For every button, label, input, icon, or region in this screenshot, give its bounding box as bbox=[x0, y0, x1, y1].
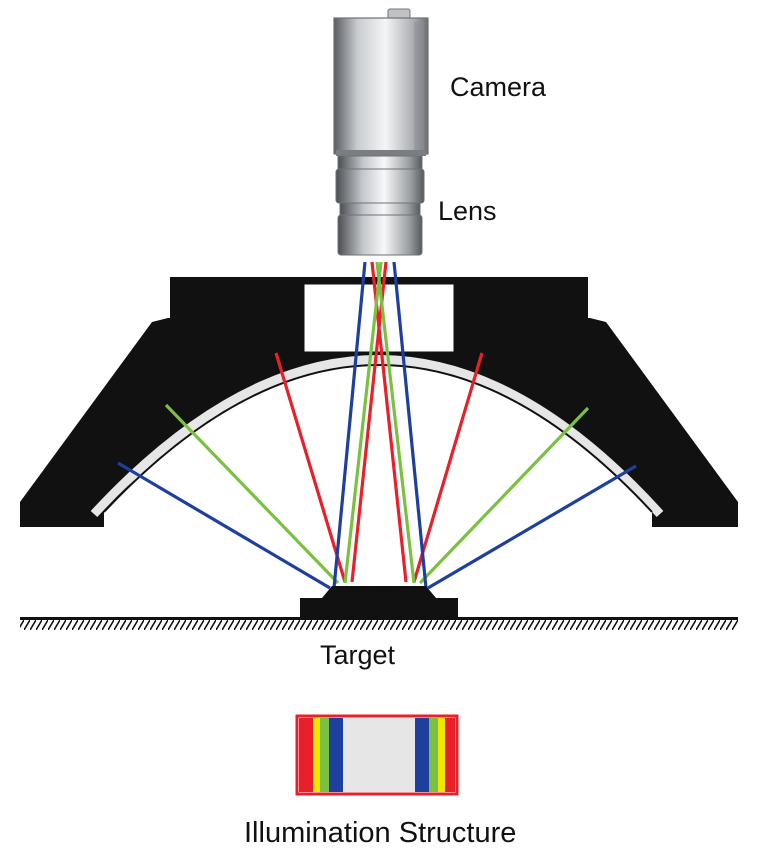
ray-red-left bbox=[274, 352, 347, 583]
ray-red-right bbox=[412, 352, 484, 583]
camera-label: Camera bbox=[450, 72, 547, 102]
ray-blue-up-left bbox=[332, 261, 367, 589]
ray-red-up-left bbox=[350, 261, 388, 583]
ground bbox=[20, 617, 738, 630]
ray-green-right bbox=[418, 406, 590, 585]
lens bbox=[335, 155, 425, 256]
camera bbox=[333, 8, 429, 156]
ray-green-up-right bbox=[375, 261, 416, 584]
ray-blue-right bbox=[427, 464, 637, 590]
target bbox=[300, 586, 458, 618]
illumination-structure-label: Illumination Structure bbox=[244, 817, 517, 849]
ray-green-up-left bbox=[343, 261, 383, 584]
ray-red-up-right bbox=[370, 261, 408, 583]
ray-green-left bbox=[164, 403, 340, 585]
light-rays bbox=[117, 261, 637, 590]
target-label: Target bbox=[320, 640, 396, 670]
ray-blue-up-right bbox=[392, 261, 428, 589]
ray-blue-left bbox=[117, 461, 331, 590]
illumination-structure-strip bbox=[295, 714, 459, 796]
lens-label: Lens bbox=[438, 196, 497, 226]
